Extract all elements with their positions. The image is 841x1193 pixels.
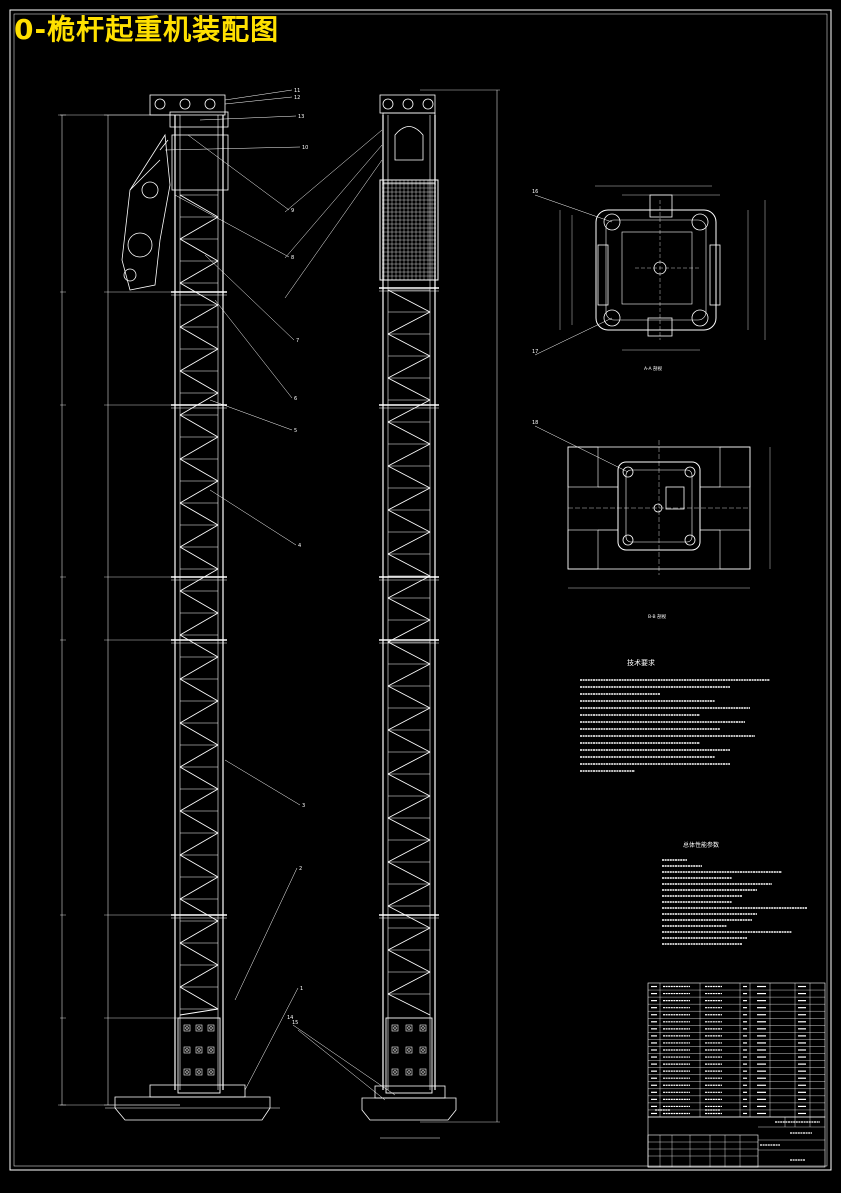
part-number-label: 11 (294, 88, 300, 94)
right-elevation-view (284, 89, 500, 1139)
part-number-label: 14 (287, 1015, 293, 1021)
part-number-label: 2 (299, 866, 302, 872)
part-number-label: 13 (298, 114, 304, 120)
part-number-label: 8 (291, 255, 294, 261)
part-number-label: 1 (300, 986, 303, 992)
title-block (647, 1109, 826, 1168)
parts-list-table (647, 982, 826, 1118)
part-number-label: 18 (532, 420, 538, 426)
revision-block (647, 1134, 759, 1168)
part-number-label: 17 (532, 349, 538, 355)
part-number-label: 9 (291, 208, 294, 214)
part-number-label: 12 (294, 95, 300, 101)
left-elevation-view (58, 89, 301, 1121)
second-notes-title: 总体性能参数 (683, 841, 719, 849)
part-number-label: 6 (294, 396, 297, 402)
view-a-caption: A-A 剖视 (644, 365, 663, 372)
plan-view-b-part-numbers: 18 (532, 420, 538, 426)
part-number-label: 5 (294, 428, 297, 434)
drawing-title: 0-桅杆起重机装配图 (14, 13, 280, 46)
part-number-label: 10 (302, 145, 308, 151)
inner-frame (13, 13, 828, 1167)
view-b-caption: B-B 剖视 (648, 613, 667, 620)
performance-notes: 总体性能参数 (662, 841, 807, 945)
technical-notes: 技术要求 (580, 658, 770, 772)
notes-title: 技术要求 (627, 658, 655, 667)
part-number-label: 15 (292, 1020, 298, 1026)
part-number-label: 16 (532, 189, 538, 195)
plan-view-a (534, 185, 766, 356)
part-number-label: 3 (302, 803, 305, 809)
part-number-label: 4 (298, 543, 301, 549)
plan-view-b (534, 425, 771, 589)
outer-frame (9, 9, 832, 1171)
part-number-label: 7 (296, 338, 299, 344)
